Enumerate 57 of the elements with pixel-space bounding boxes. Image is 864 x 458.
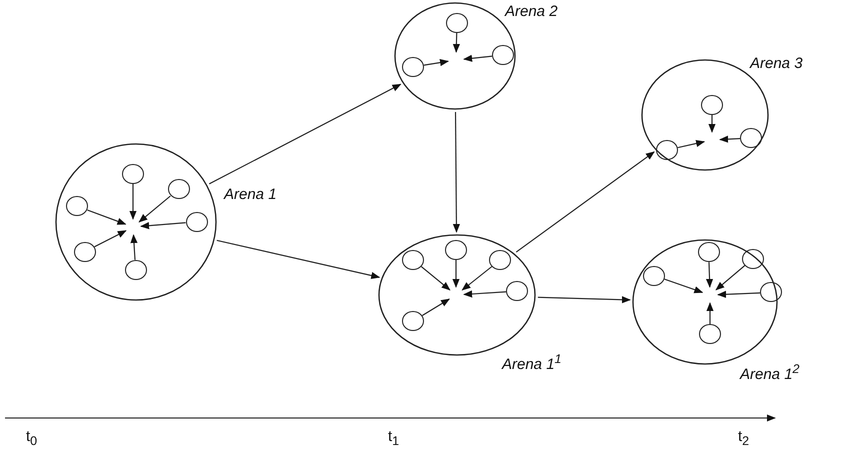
small-circle [489,250,512,270]
arrow [462,266,492,291]
small-circle [168,179,190,200]
small-circle [122,164,144,184]
arrow [678,140,706,148]
arrow [452,32,460,53]
arrow [463,54,492,62]
arrow [715,264,746,290]
small-circle [402,311,424,331]
arrow [138,196,171,222]
arrow [664,278,704,294]
small-circle [698,242,720,262]
arrow [452,260,460,288]
arrow [452,112,460,233]
small-circle [124,260,147,280]
small-circle [402,57,424,77]
small-circle [66,196,88,216]
arrow [424,59,449,66]
arrow [140,222,186,230]
time-label: t$_{0}$ [26,428,38,448]
arrow [420,266,450,290]
arrow [130,234,138,260]
time-label: t$_{2}$ [738,428,750,448]
arena-label: Arena 3 [750,55,803,73]
small-circle [760,282,782,302]
arena-label: Arena 1$^{1}$ [502,351,562,374]
small-circle [643,266,666,286]
arrow [208,84,402,184]
arrow [706,262,714,288]
arrow [516,151,655,253]
small-circle [186,212,208,232]
small-circle [656,140,678,160]
small-circle [699,324,721,344]
small-circle [446,13,468,33]
arrow [706,302,714,324]
arrow [129,184,137,220]
time-label: t$_{1}$ [388,428,400,448]
arrow [422,298,450,316]
small-circle [74,242,96,262]
small-circle [506,281,528,302]
arrow [719,136,740,143]
arrow [94,230,127,248]
small-circle [445,240,467,260]
arrow [216,240,380,280]
small-circle [492,45,514,65]
small-circle [701,95,723,115]
small-circle [740,128,762,148]
arrow [463,290,506,298]
arrow [708,115,716,133]
arena-label: Arena 2 [505,3,558,21]
arrow [87,209,126,225]
small-circle [402,250,424,270]
arena-label: Arena 1$^{2}$ [740,361,800,384]
small-circle [742,248,764,269]
arena-label: Arena 1 [224,186,277,204]
arrow [538,296,631,304]
arrow [717,290,760,298]
